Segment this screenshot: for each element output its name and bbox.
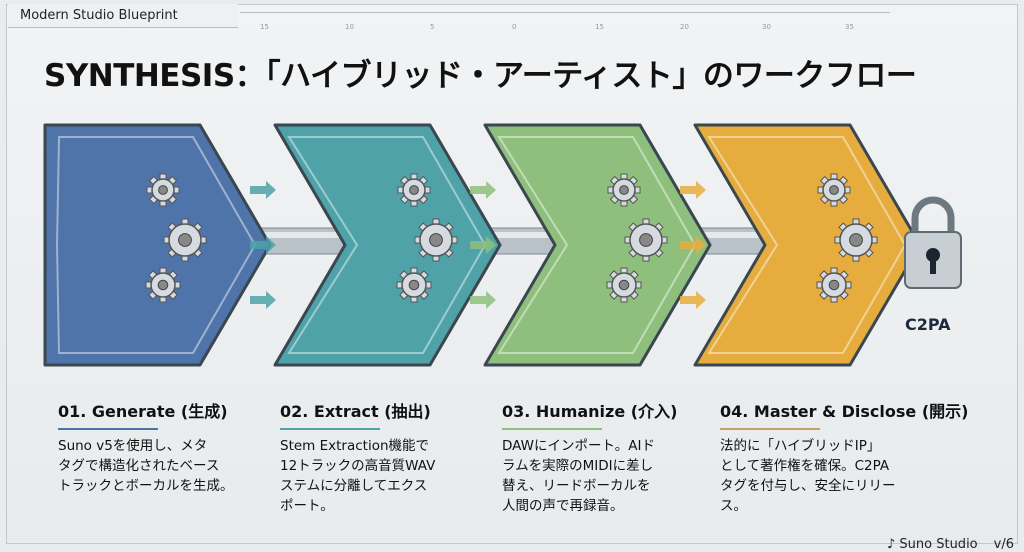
gear-icon <box>606 267 642 303</box>
ruler-tick: 20 <box>680 23 689 31</box>
ruler: 15 10 5 0 15 20 30 35 <box>240 12 890 42</box>
arrow-right-icon <box>470 291 496 309</box>
step-humanize: 03. Humanize (介入) DAWにインポート。AIドラムを実際のMID… <box>502 398 722 516</box>
gear-icon <box>817 173 851 207</box>
divider <box>720 428 820 430</box>
step-title: 04. Master & Disclose (開示) <box>720 402 969 421</box>
step-title: 01. Generate (生成) <box>58 402 228 421</box>
gear-icon <box>414 218 458 262</box>
lock-icon <box>904 196 962 289</box>
gear-icon <box>396 267 432 303</box>
arrow-right-icon <box>470 236 496 254</box>
arrow-right-icon <box>680 236 706 254</box>
gear-icon <box>146 173 180 207</box>
chevron-step-1 <box>43 123 272 367</box>
c2pa-badge: C2PA <box>905 315 951 334</box>
step-description: Suno v5を使用し、メタタグで構造化されたベーストラックとボーカルを生成。 <box>58 438 234 494</box>
footer-brand: ♪ Suno Studio <box>886 537 978 552</box>
ruler-tick: 0 <box>512 23 517 31</box>
page-number: v/6 <box>993 537 1014 552</box>
step-generate: 01. Generate (生成) Suno v5を使用し、メタタグで構造化され… <box>58 398 278 496</box>
gear-icon <box>834 218 878 262</box>
ruler-tick: 35 <box>845 23 854 31</box>
ruler-tick: 15 <box>595 23 604 31</box>
step-title: 02. Extract (抽出) <box>280 402 431 421</box>
gear-icon <box>624 218 668 262</box>
chevron-step-4 <box>693 123 922 367</box>
page-title: SYNTHESIS：「ハイブリッド・アーティスト」のワークフロー <box>44 58 917 94</box>
divider <box>502 428 602 430</box>
gear-icon <box>145 267 181 303</box>
footer: ♪ Suno Studio v/6 <box>887 537 1014 552</box>
ruler-tick: 30 <box>762 23 771 31</box>
chevron-step-2 <box>273 123 502 367</box>
divider <box>280 428 380 430</box>
ruler-tick: 15 <box>260 23 269 31</box>
gear-icon <box>397 173 431 207</box>
arrow-right-icon <box>470 181 496 199</box>
arrow-right-icon <box>680 181 706 199</box>
arrow-right-icon <box>250 181 276 199</box>
arrow-right-icon <box>250 291 276 309</box>
slide-tab-label: Modern Studio Blueprint <box>8 4 238 28</box>
step-master-disclose: 04. Master & Disclose (開示) 法的に「ハイブリッドIP」… <box>720 398 980 516</box>
ruler-tick: 10 <box>345 23 354 31</box>
step-title: 03. Humanize (介入) <box>502 402 678 421</box>
chevron-step-3 <box>483 123 712 367</box>
divider <box>58 428 158 430</box>
gear-icon <box>816 267 852 303</box>
gear-icon <box>163 218 207 262</box>
ruler-tick: 5 <box>430 23 435 31</box>
gear-icon <box>607 173 641 207</box>
step-description: DAWにインポート。AIドラムを実際のMIDIに差し替え、リードボーカルを人間の… <box>502 438 655 514</box>
arrow-right-icon <box>250 236 276 254</box>
arrow-right-icon <box>680 291 706 309</box>
